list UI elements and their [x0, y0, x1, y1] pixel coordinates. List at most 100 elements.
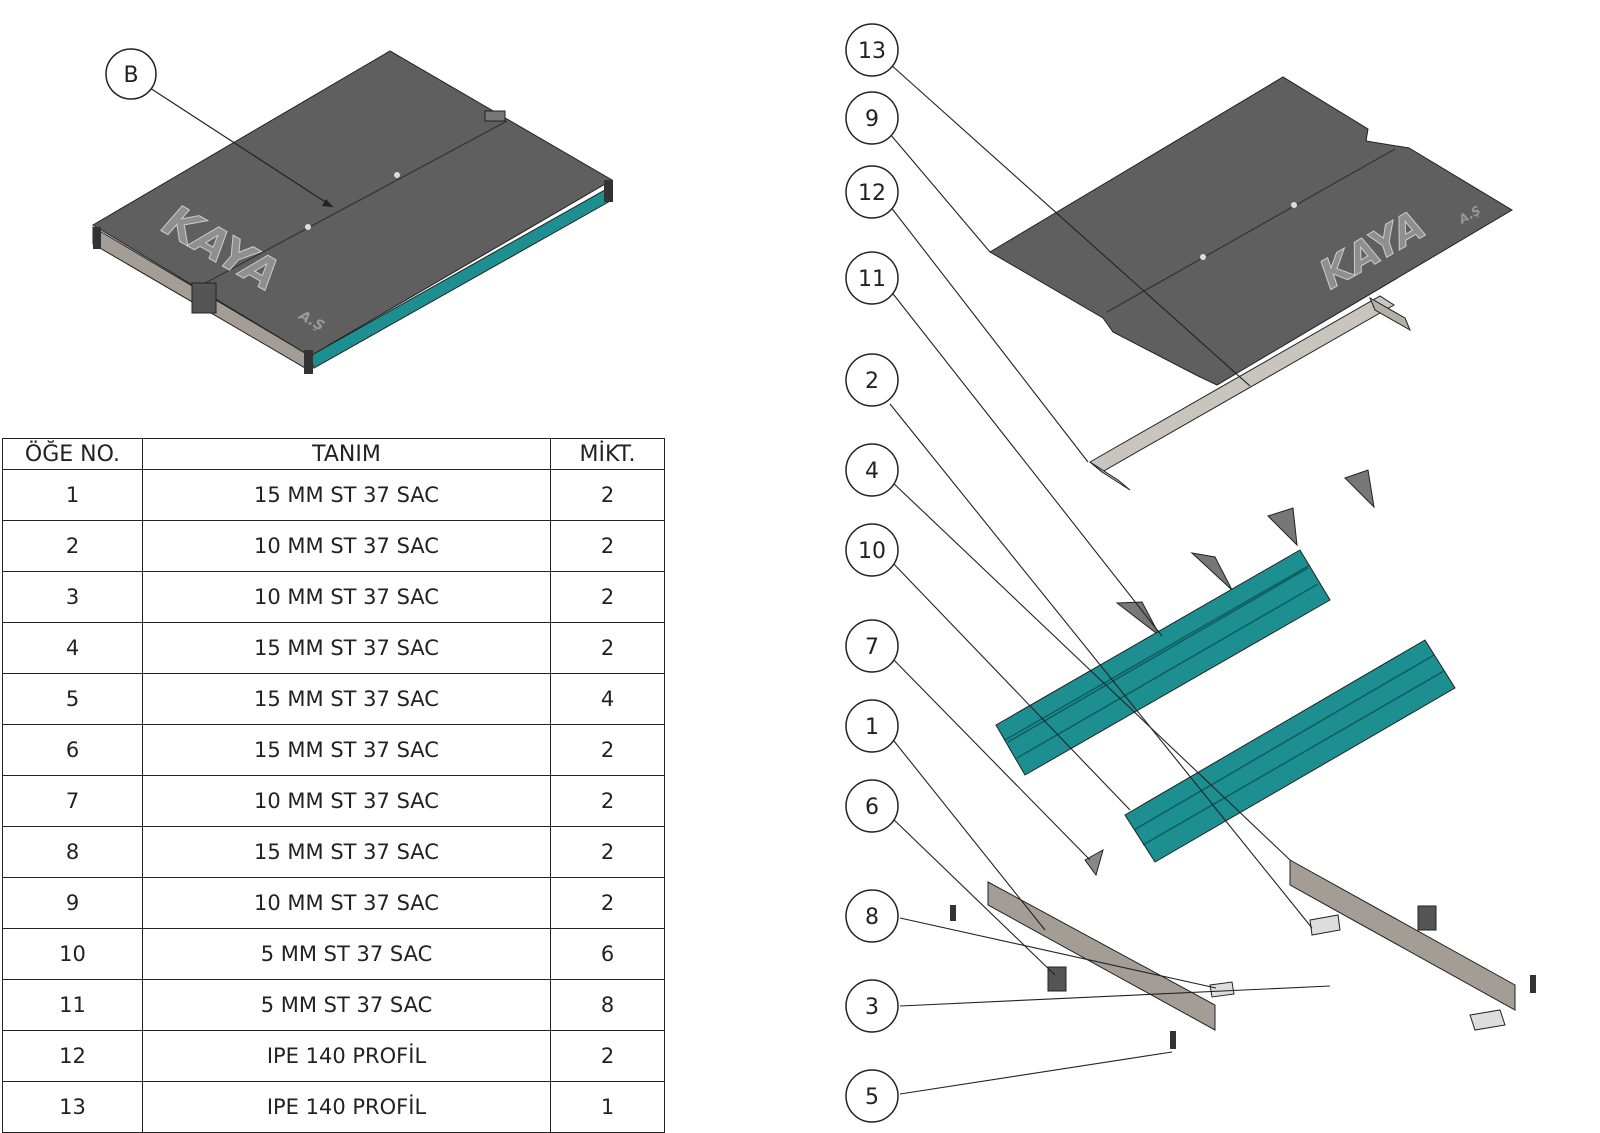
corrugated-panel — [1124, 639, 1456, 863]
ipe-beam-end — [1368, 296, 1412, 332]
corrugation-lines — [1004, 564, 1311, 741]
bom-cell-description: IPE 140 PROFİL — [142, 1030, 551, 1082]
bom-cell-quantity: 1 — [550, 1081, 665, 1133]
end-bracket — [93, 227, 101, 249]
bom-cell-description: 5 MM ST 37 SAC — [142, 928, 551, 980]
bom-cell-quantity: 2 — [550, 571, 665, 623]
gusset — [1190, 552, 1233, 591]
corrugation-line — [1007, 567, 1309, 743]
bom-cell-item-no: 9 — [2, 877, 143, 929]
svg-text:4: 4 — [865, 459, 879, 484]
bom-cell-quantity: 2 — [550, 1030, 665, 1082]
corrugation-line — [1016, 583, 1319, 759]
part-balloon-2: 2 — [845, 353, 899, 407]
bom-cell-description: IPE 140 PROFİL — [142, 1081, 551, 1133]
end-bracket — [304, 350, 313, 374]
end-bracket — [191, 282, 217, 314]
bolt-hole — [394, 172, 400, 178]
bom-cell-description: 5 MM ST 37 SAC — [142, 979, 551, 1031]
part-balloon-6: 6 — [845, 779, 899, 833]
bom-cell-quantity: 2 — [550, 775, 665, 827]
bom-cell-description: 15 MM ST 37 SAC — [142, 469, 551, 521]
gusset — [1115, 601, 1161, 637]
plate-seam — [1106, 148, 1396, 313]
svg-text:5: 5 — [865, 1085, 879, 1110]
base-plate — [1469, 1009, 1506, 1031]
part-balloon-9: 9 — [845, 91, 899, 145]
header-description: TANIM — [142, 438, 551, 470]
bolt-hole — [305, 224, 311, 230]
bolt-hole — [1200, 254, 1206, 260]
bom-cell-quantity: 2 — [550, 469, 665, 521]
bom-cell-description: 15 MM ST 37 SAC — [142, 826, 551, 878]
leader-arrow — [322, 199, 333, 207]
corrugation-line — [1133, 654, 1435, 831]
bom-cell-description: 15 MM ST 37 SAC — [142, 724, 551, 776]
bom-cell-item-no: 11 — [2, 979, 143, 1031]
detail-balloon-label: B — [123, 63, 138, 88]
part-balloon-7: 7 — [845, 619, 899, 673]
svg-text:13: 13 — [858, 39, 886, 64]
header-quantity: MİKT. — [550, 438, 665, 470]
assembly-isometric-view: KAYA A.Ş B — [92, 48, 613, 374]
bom-cell-description: 15 MM ST 37 SAC — [142, 673, 551, 725]
bom-cell-quantity: 2 — [550, 724, 665, 776]
bom-cell-item-no: 3 — [2, 571, 143, 623]
ipe-beam-flange — [1089, 461, 1131, 491]
bolt-hole — [1291, 202, 1297, 208]
corner-notch — [484, 110, 506, 122]
bom-cell-item-no: 10 — [2, 928, 143, 980]
corrugation-line — [1142, 670, 1445, 846]
bom-cell-quantity: 8 — [550, 979, 665, 1031]
connection-plate — [1084, 848, 1104, 877]
end-plate — [1530, 975, 1536, 993]
bom-cell-item-no: 6 — [2, 724, 143, 776]
bom-cell-description: 10 MM ST 37 SAC — [142, 775, 551, 827]
bom-cell-item-no: 13 — [2, 1081, 143, 1133]
gusset — [1267, 507, 1298, 547]
bom-cell-quantity: 4 — [550, 673, 665, 725]
bom-cell-description: 10 MM ST 37 SAC — [142, 877, 551, 929]
svg-text:11: 11 — [858, 267, 886, 292]
bom-cell-quantity: 2 — [550, 622, 665, 674]
bom-cell-description: 15 MM ST 37 SAC — [142, 622, 551, 674]
leader-line — [149, 87, 334, 208]
side-frame — [987, 881, 1216, 1031]
part-balloon-1: 1 — [845, 699, 899, 753]
end-bracket — [604, 180, 613, 202]
corrugated-panel — [995, 549, 1331, 776]
svg-text:1: 1 — [865, 715, 879, 740]
end-plate — [1170, 1031, 1176, 1049]
base-plate — [1209, 981, 1235, 998]
svg-text:9: 9 — [865, 107, 879, 132]
bom-header-row: ÖĞE NO. TANIM MİKT. — [2, 438, 665, 470]
plate-seam — [197, 120, 508, 288]
svg-text:7: 7 — [865, 635, 879, 660]
svg-text:10: 10 — [858, 539, 886, 564]
detail-balloon — [105, 48, 157, 100]
bom-cell-description: 10 MM ST 37 SAC — [142, 520, 551, 572]
gusset — [1344, 469, 1375, 509]
bom-cell-quantity: 2 — [550, 826, 665, 878]
part-balloon-3: 3 — [845, 979, 899, 1033]
part-balloon-5: 5 — [845, 1069, 899, 1123]
svg-text:2: 2 — [865, 369, 879, 394]
part-balloon-11: 11 — [845, 251, 899, 305]
bom-cell-item-no: 2 — [2, 520, 143, 572]
side-frame — [1289, 859, 1516, 1011]
header-item-no: ÖĞE NO. — [2, 438, 143, 470]
end-plate — [1417, 905, 1437, 931]
